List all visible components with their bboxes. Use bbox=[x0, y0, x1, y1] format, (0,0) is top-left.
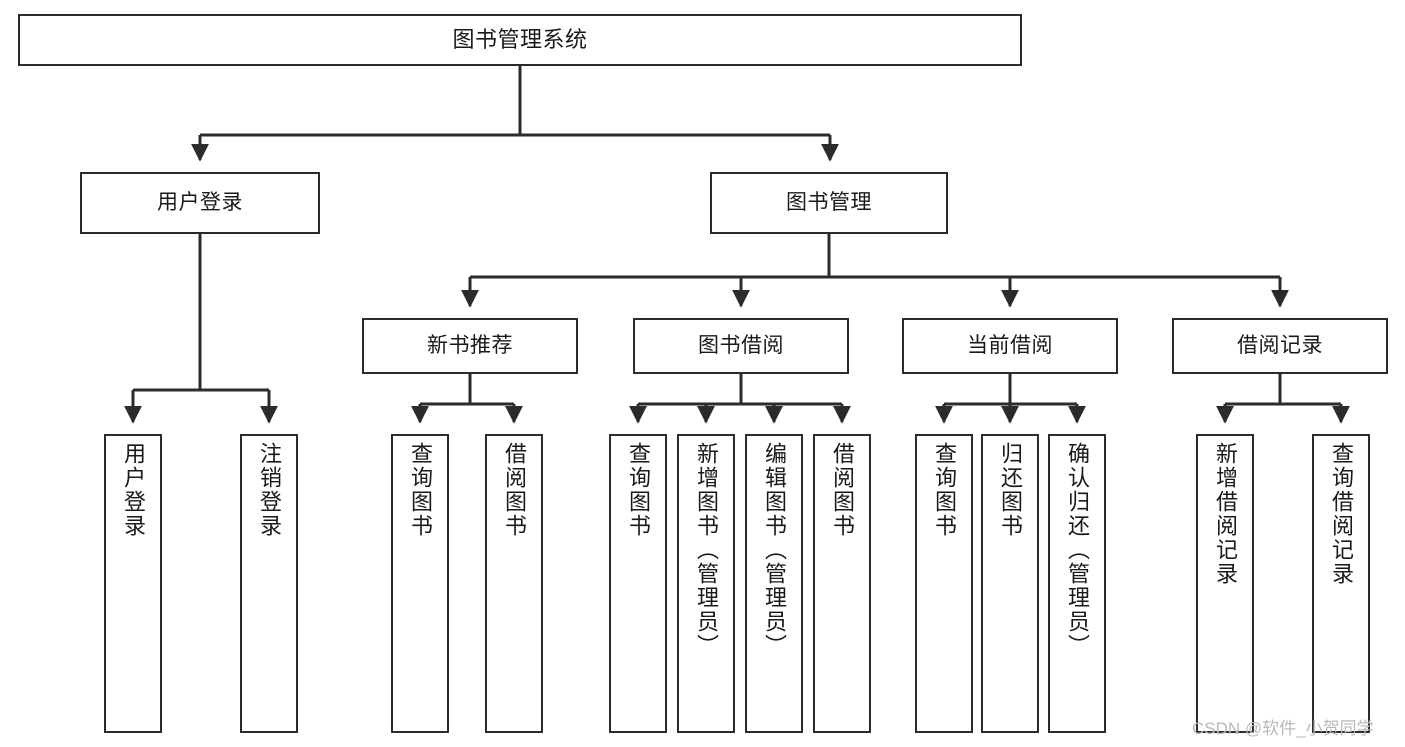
node-book-borrow[interactable]: 图书借阅 bbox=[633, 318, 849, 374]
node-leaf-query-book-cb[interactable]: 查询图书 bbox=[915, 434, 973, 733]
node-new-book-rec-label: 新书推荐 bbox=[427, 334, 513, 358]
node-leaf-borrow-book-rec-label: 借阅图书 bbox=[502, 442, 527, 538]
node-user-login[interactable]: 用户登录 bbox=[80, 172, 320, 234]
node-leaf-confirm-return-label: 确认归还（管理员） bbox=[1065, 442, 1090, 658]
watermark: CSDN @软件_小贺同学 bbox=[1192, 719, 1374, 738]
node-leaf-edit-book-label: 编辑图书（管理员） bbox=[762, 442, 787, 658]
node-leaf-return-book-label: 归还图书 bbox=[998, 442, 1023, 538]
node-book-manage[interactable]: 图书管理 bbox=[710, 172, 948, 234]
node-leaf-user-login-label: 用户登录 bbox=[121, 442, 146, 538]
node-leaf-user-login[interactable]: 用户登录 bbox=[104, 434, 162, 733]
node-leaf-query-book-rec-label: 查询图书 bbox=[408, 442, 433, 538]
node-root-label: 图书管理系统 bbox=[452, 26, 588, 52]
node-leaf-borrow-book-br-label: 借阅图书 bbox=[830, 442, 855, 538]
node-leaf-return-book[interactable]: 归还图书 bbox=[981, 434, 1039, 733]
node-leaf-borrow-book-br[interactable]: 借阅图书 bbox=[813, 434, 871, 733]
node-leaf-logout-label: 注销登录 bbox=[257, 442, 282, 538]
node-leaf-query-book-br-label: 查询图书 bbox=[626, 442, 651, 538]
node-leaf-add-record-label: 新增借阅记录 bbox=[1213, 442, 1238, 586]
node-leaf-edit-book[interactable]: 编辑图书（管理员） bbox=[745, 434, 803, 733]
node-leaf-query-record[interactable]: 查询借阅记录 bbox=[1312, 434, 1370, 733]
node-leaf-query-record-label: 查询借阅记录 bbox=[1329, 442, 1354, 586]
node-borrow-record[interactable]: 借阅记录 bbox=[1172, 318, 1388, 374]
node-leaf-query-book-br[interactable]: 查询图书 bbox=[609, 434, 667, 733]
node-current-borrow-label: 当前借阅 bbox=[967, 334, 1053, 358]
node-book-manage-label: 图书管理 bbox=[786, 191, 872, 215]
node-book-borrow-label: 图书借阅 bbox=[698, 334, 784, 358]
node-leaf-confirm-return[interactable]: 确认归还（管理员） bbox=[1048, 434, 1106, 733]
node-leaf-logout[interactable]: 注销登录 bbox=[240, 434, 298, 733]
node-current-borrow[interactable]: 当前借阅 bbox=[902, 318, 1118, 374]
node-leaf-add-book[interactable]: 新增图书（管理员） bbox=[677, 434, 735, 733]
node-leaf-add-record[interactable]: 新增借阅记录 bbox=[1196, 434, 1254, 733]
node-user-login-label: 用户登录 bbox=[157, 191, 243, 215]
node-leaf-borrow-book-rec[interactable]: 借阅图书 bbox=[485, 434, 543, 733]
node-leaf-add-book-label: 新增图书（管理员） bbox=[694, 442, 719, 658]
node-leaf-query-book-rec[interactable]: 查询图书 bbox=[391, 434, 449, 733]
node-root[interactable]: 图书管理系统 bbox=[18, 14, 1022, 66]
node-borrow-record-label: 借阅记录 bbox=[1237, 334, 1323, 358]
node-new-book-rec[interactable]: 新书推荐 bbox=[362, 318, 578, 374]
node-leaf-query-book-cb-label: 查询图书 bbox=[932, 442, 957, 538]
